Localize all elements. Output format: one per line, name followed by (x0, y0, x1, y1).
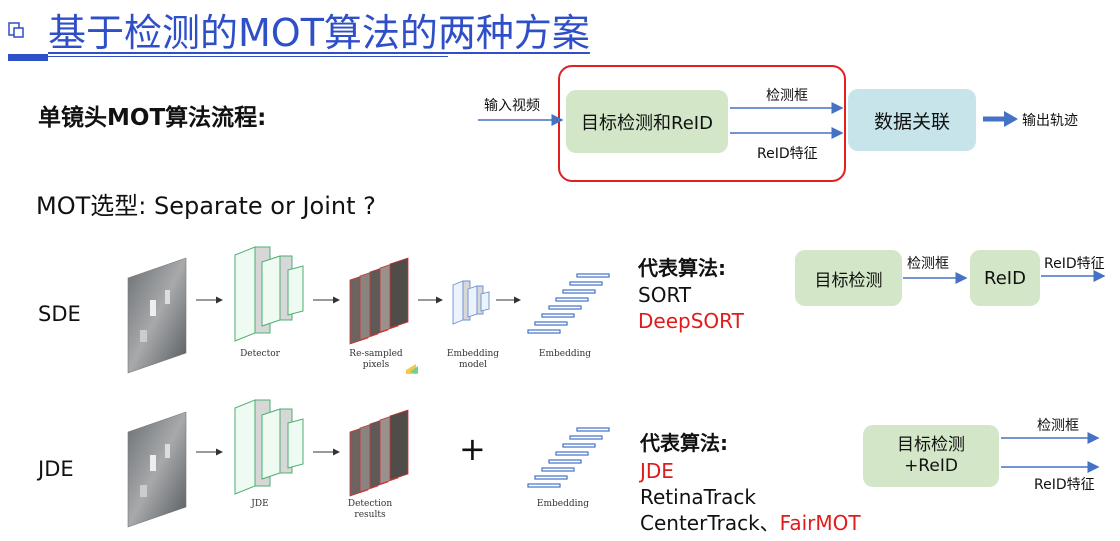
jde-reid-feature-label: ReID特征 (1034, 477, 1095, 493)
sde-resampled-crops (349, 257, 418, 374)
jde-algo-centertrack-line: CenterTrack、FairMOT (640, 511, 861, 535)
sde-reid-feature-label: ReID特征 (1044, 256, 1105, 272)
title-underline (48, 56, 448, 57)
bbox-label: 检测框 (766, 88, 808, 104)
jde-algo-jde: JDE (640, 459, 674, 483)
sde-embedding-vectors (527, 273, 610, 334)
input-video-label: 输入视频 (484, 98, 540, 114)
sde-algo-sort: SORT (638, 283, 692, 307)
reid-feature-label: ReID特征 (757, 146, 818, 162)
document-icon (8, 22, 24, 38)
sde-embedding-model (452, 280, 490, 325)
caption-jde-embedding: Embedding (536, 499, 590, 509)
sde-algo-deepsort: DeepSORT (638, 309, 744, 333)
jde-embedding-vectors (527, 427, 610, 488)
caption-embedding-model: Embedding model (446, 349, 500, 370)
jde-bbox-label: 检测框 (1037, 418, 1079, 434)
jde-label: JDE (38, 457, 74, 481)
sde-detect-box: 目标检测 (795, 250, 902, 306)
detect-reid-box: 目标检测和ReID (566, 90, 728, 153)
pipeline-heading: 单镜头MOT算法流程: (38, 105, 267, 131)
jde-input-image (127, 411, 187, 528)
caption-embedding: Embedding (538, 349, 592, 359)
output-trajectory-label: 输出轨迹 (1022, 113, 1078, 129)
jde-detect-reid-box: 目标检测 +ReID (863, 425, 999, 487)
jde-box-line2: +ReID (904, 456, 958, 476)
sde-label: SDE (38, 302, 81, 326)
jde-algo-retinatrack: RetinaTrack (640, 485, 756, 509)
output-arrow-head (1004, 111, 1018, 127)
selection-heading: MOT选型: Separate or Joint ? (36, 192, 376, 220)
sde-detector-network (234, 246, 304, 342)
sde-algo-heading: 代表算法: (638, 256, 726, 280)
data-association-box: 数据关联 (848, 89, 976, 151)
jde-box-line1: 目标检测 (897, 435, 965, 455)
page-title: 基于检测的MOT算法的两种方案 (48, 11, 590, 55)
title-accent-bar (8, 54, 48, 61)
caption-jde: JDE (251, 499, 269, 509)
caption-resampled-pixels: Re-sampled pixels (349, 349, 403, 370)
plus-sign: + (459, 430, 486, 468)
sde-input-image (127, 257, 187, 374)
caption-detection-results: Detection results (347, 499, 393, 520)
sde-bbox-label: 检测框 (907, 256, 949, 272)
jde-algo-centertrack: CenterTrack、 (640, 511, 780, 535)
jde-detection-crops (349, 409, 409, 497)
jde-network (234, 399, 304, 495)
sde-reid-box: ReID (970, 250, 1040, 306)
jde-algo-fairmot: FairMOT (779, 511, 861, 535)
caption-detector: Detector (240, 349, 280, 359)
jde-algo-heading: 代表算法: (640, 431, 728, 455)
